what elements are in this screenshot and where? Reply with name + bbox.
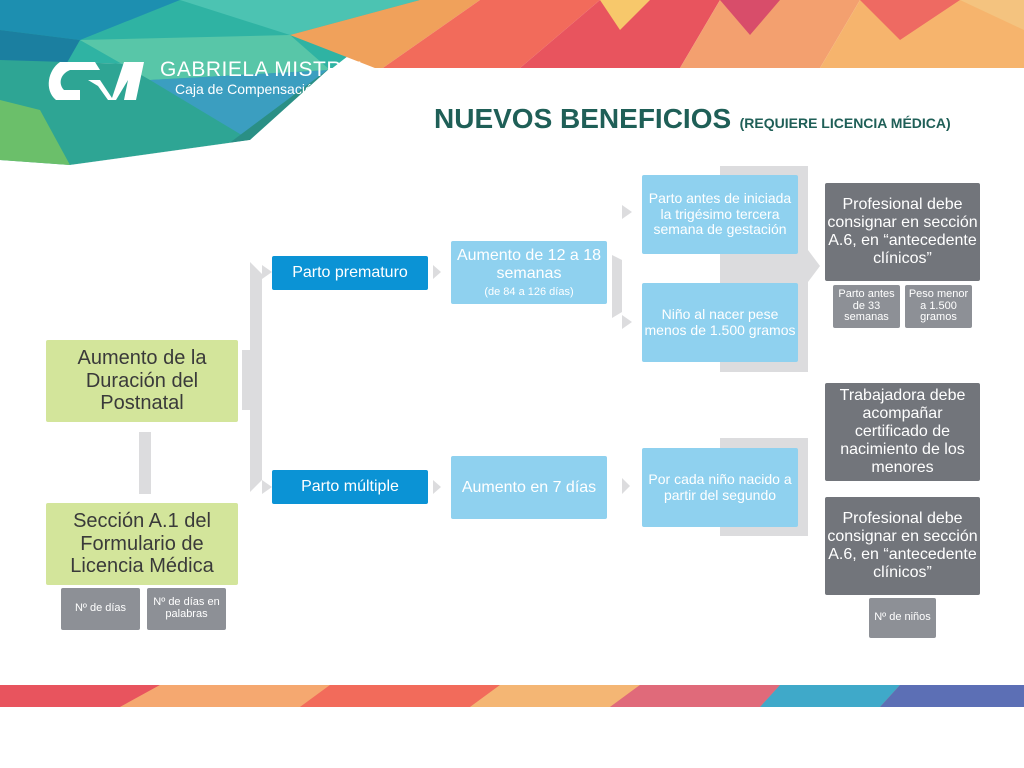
multiple-requirement-1-box: Trabajadora debe acompañar certificado d…	[825, 383, 980, 481]
multiple-label: Parto múltiple	[301, 478, 399, 496]
multiple-requirement-2-box: Profesional debe consignar en sección A.…	[825, 497, 980, 595]
premature-condition-2-box: Niño al nacer pese menos de 1.500 gramos	[642, 283, 798, 362]
premature-requirement: Profesional debe consignar en sección A.…	[827, 196, 978, 267]
multiple-benefit: Aumento en 7 días	[461, 478, 597, 496]
premature-benefit: Aumento de 12 a 18 semanas	[456, 246, 602, 282]
multiple-field-children: Nº de niños	[869, 598, 936, 638]
root-box: Aumento de la Duración del Postnatal	[46, 340, 238, 422]
multiple-requirement-1: Trabajadora debe acompañar certificado d…	[839, 387, 966, 476]
form-field-days-words: Nº de días en palabras	[147, 588, 226, 630]
multiple-condition-box: Por cada niño nacido a partir del segund…	[642, 448, 798, 527]
multiple-label-box: Parto múltiple	[272, 470, 428, 504]
premature-field-weight: Peso menor a 1.500 gramos	[905, 285, 972, 328]
root-label: Aumento de la Duración del Postnatal	[77, 347, 207, 415]
brand-name: GABRIELA MISTRAL	[160, 58, 369, 81]
premature-condition-1: Parto antes de iniciada la trigésimo ter…	[648, 189, 792, 238]
premature-label-box: Parto prematuro	[272, 256, 428, 290]
multiple-requirement-2: Profesional debe consignar en sección A.…	[827, 510, 978, 581]
header-mosaic	[0, 0, 1024, 165]
premature-benefit-detail: (de 84 a 126 días)	[484, 285, 574, 298]
title-main: NUEVOS BENEFICIOS	[434, 103, 732, 134]
brand-subtitle: Caja de Compensación	[175, 81, 321, 97]
footer-mosaic	[0, 685, 1024, 707]
title-sub: (REQUIERE LICENCIA MÉDICA)	[739, 115, 951, 131]
premature-field-weeks: Parto antes de 33 semanas	[833, 285, 900, 328]
premature-label: Parto prematuro	[292, 264, 408, 282]
form-field-days: Nº de días	[61, 588, 140, 630]
premature-benefit-box: Aumento de 12 a 18 semanas (de 84 a 126 …	[451, 241, 607, 304]
premature-condition-2: Niño al nacer pese menos de 1.500 gramos	[644, 305, 796, 338]
form-box: Sección A.1 del Formulario de Licencia M…	[46, 503, 238, 585]
logo-mark	[48, 62, 144, 100]
premature-requirement-box: Profesional debe consignar en sección A.…	[825, 183, 980, 281]
multiple-benefit-box: Aumento en 7 días	[451, 456, 607, 519]
page-title: NUEVOS BENEFICIOS (REQUIERE LICENCIA MÉD…	[434, 103, 951, 135]
premature-condition-1-box: Parto antes de iniciada la trigésimo ter…	[642, 175, 798, 254]
multiple-condition: Por cada niño nacido a partir del segund…	[648, 470, 792, 503]
form-label: Sección A.1 del Formulario de Licencia M…	[70, 510, 214, 578]
